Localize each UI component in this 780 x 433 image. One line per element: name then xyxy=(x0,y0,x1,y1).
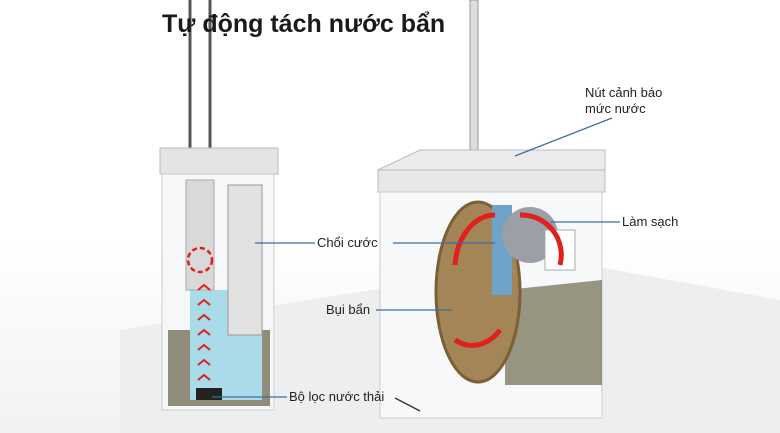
cleaning-label: Làm sạch xyxy=(622,214,679,229)
callout-lines xyxy=(212,117,620,412)
brush-label: Chổi cước xyxy=(317,235,378,250)
filter-label: Bộ lọc nước thải xyxy=(289,389,385,404)
warning-button-label-line1: Nút cảnh báo xyxy=(585,85,663,100)
left-bucket xyxy=(159,0,279,411)
right-bucket xyxy=(377,0,606,419)
page-title: Tự động tách nước bẩn xyxy=(162,10,446,38)
warning-button-label: Nút cảnh báo mức nước xyxy=(585,85,662,117)
dirt-label: Bụi bẩn xyxy=(326,302,371,317)
warning-button-label-line2: mức nước xyxy=(585,101,646,116)
